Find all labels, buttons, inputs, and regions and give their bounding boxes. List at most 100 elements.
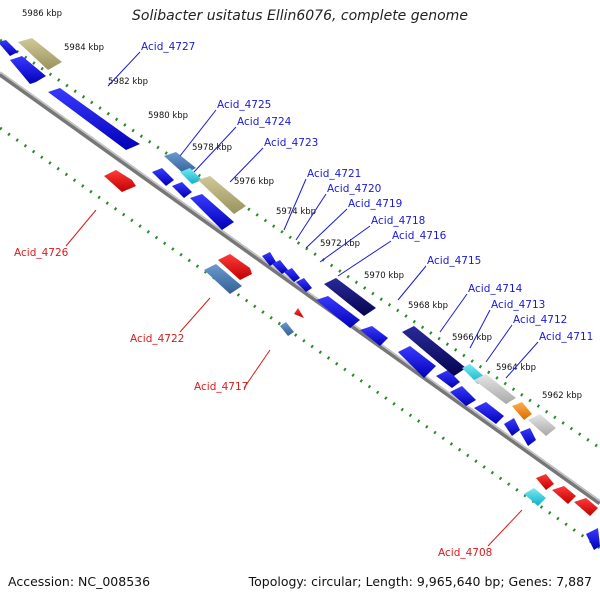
feature-block-grey[interactable] [474, 374, 516, 404]
feature-block-navy[interactable] [402, 326, 466, 376]
gene-arrow[interactable] [272, 260, 288, 274]
gene-label-forward[interactable]: Acid_4719 [348, 198, 402, 210]
scale-tick-label: 5984 kbp [64, 43, 104, 53]
gene-arrow-reverse[interactable] [574, 498, 598, 516]
feature-block-steel[interactable] [204, 264, 242, 294]
genome-backbone [0, 71, 600, 506]
gene-arrow[interactable] [586, 528, 600, 550]
gene-label-forward[interactable]: Acid_4720 [327, 183, 381, 195]
feature-block-steel[interactable] [164, 152, 196, 174]
gene-label-forward[interactable]: Acid_4721 [307, 168, 361, 180]
leader-line [179, 297, 211, 333]
gene-label-reverse[interactable]: Acid_4722 [130, 333, 184, 345]
genome-backbone-highlight [0, 71, 600, 502]
scale-tick-label: 5962 kbp [542, 391, 582, 401]
scale-tick-label: 5980 kbp [148, 111, 188, 121]
gene-label-forward[interactable]: Acid_4713 [491, 299, 545, 311]
feature-block-grey[interactable] [528, 414, 556, 436]
feature-block-orange[interactable] [512, 402, 532, 420]
feature-block-cyan[interactable] [180, 168, 202, 184]
leader-line [439, 293, 468, 333]
gene-label-reverse[interactable]: Acid_4717 [194, 381, 248, 393]
leader-line [397, 265, 427, 301]
forward-genes [0, 38, 600, 550]
leader-line [295, 193, 327, 241]
gene-label-forward[interactable]: Acid_4715 [427, 255, 481, 267]
gene-arrow[interactable] [190, 194, 234, 230]
feature-block-cyan[interactable] [524, 488, 546, 506]
gene-arrow[interactable] [10, 56, 46, 84]
scale-tick-label: 5970 kbp [364, 271, 404, 281]
gene-arrow[interactable] [262, 252, 276, 266]
feature-block-olive[interactable] [18, 38, 62, 70]
gene-label-forward[interactable]: Acid_4714 [468, 283, 523, 295]
gene-arrow[interactable] [152, 168, 174, 186]
leader-line [179, 109, 217, 157]
gene-arrow[interactable] [284, 268, 300, 282]
leader-line [229, 147, 264, 183]
gene-label-reverse[interactable]: Acid_4726 [14, 247, 69, 259]
leader-line [469, 309, 491, 349]
gene-arrow[interactable] [0, 40, 18, 56]
gene-label-forward[interactable]: Acid_4718 [371, 215, 425, 227]
upper-tick-line [0, 38, 600, 450]
scale-tick-label: 5968 kbp [408, 301, 448, 311]
scale-tick-label: 5974 kbp [276, 207, 316, 217]
gene-arrow[interactable] [450, 386, 476, 406]
scale-tick-label: 5972 kbp [320, 239, 360, 249]
gene-arrow[interactable] [504, 418, 520, 436]
feature-block-navy[interactable] [324, 278, 376, 316]
leader-line [337, 240, 392, 277]
accession-text: Accession: NC_008536 [8, 574, 151, 589]
leader-line [107, 51, 141, 87]
reverse-genes [104, 170, 598, 516]
scale-tick-label: 5976 kbp [234, 177, 274, 187]
gene-arrow-reverse[interactable] [294, 308, 304, 318]
scale-tick-label: 5966 kbp [452, 333, 492, 343]
map-title: Solibacter usitatus Ellin6076, complete … [132, 8, 468, 24]
gene-arrow[interactable] [474, 402, 504, 424]
leader-line [243, 349, 271, 389]
gene-label-reverse[interactable]: Acid_4708 [438, 547, 492, 559]
gene-arrow[interactable] [398, 346, 436, 378]
gene-arrow[interactable] [360, 326, 388, 346]
gene-label-forward[interactable]: Acid_4712 [513, 314, 567, 326]
scale-tick-label: 5982 kbp [108, 77, 148, 87]
scale-tick-label: 5964 kbp [496, 363, 536, 373]
gene-arrow[interactable] [172, 182, 192, 198]
gene-arrow-reverse[interactable] [552, 486, 576, 504]
scale-ticks: 5986 kbp 5984 kbp 5982 kbp 5980 kbp 5978 kbp… [22, 9, 582, 401]
forward-gene-labels: Acid_4727Acid_4725Acid_4724Acid_4723Acid… [107, 41, 593, 379]
gene-arrow[interactable] [436, 370, 460, 388]
gene-label-forward[interactable]: Acid_4723 [264, 137, 318, 149]
scale-tick-label: 5978 kbp [192, 143, 232, 153]
leader-line [485, 324, 513, 363]
leader-line [305, 208, 348, 249]
gene-label-forward[interactable]: Acid_4716 [392, 230, 447, 242]
scale-tick-label: 5986 kbp [22, 9, 62, 19]
gene-label-forward[interactable]: Acid_4725 [217, 99, 271, 111]
lower-tick-line [0, 126, 600, 550]
leader-line [505, 341, 539, 379]
gene-label-forward[interactable]: Acid_4727 [141, 41, 195, 53]
leader-line [193, 126, 237, 173]
leader-line [283, 178, 307, 231]
leader-line [487, 509, 523, 547]
gene-arrow[interactable] [520, 428, 536, 446]
feature-block-olive[interactable] [198, 176, 246, 214]
genome-summary-text: Topology: circular; Length: 9,965,640 bp… [248, 574, 592, 589]
gene-arrow-reverse[interactable] [104, 170, 136, 192]
gene-arrow[interactable] [48, 88, 140, 150]
gene-label-forward[interactable]: Acid_4724 [237, 116, 292, 128]
gene-label-forward[interactable]: Acid_4711 [539, 331, 593, 343]
leader-line [65, 209, 97, 247]
gene-arrow-reverse[interactable] [536, 474, 554, 490]
feature-block-steel[interactable] [280, 322, 294, 336]
gene-arrow-reverse[interactable] [218, 254, 252, 280]
leader-line [319, 225, 371, 263]
gene-arrow[interactable] [296, 278, 312, 292]
gene-arrow[interactable] [316, 296, 360, 328]
